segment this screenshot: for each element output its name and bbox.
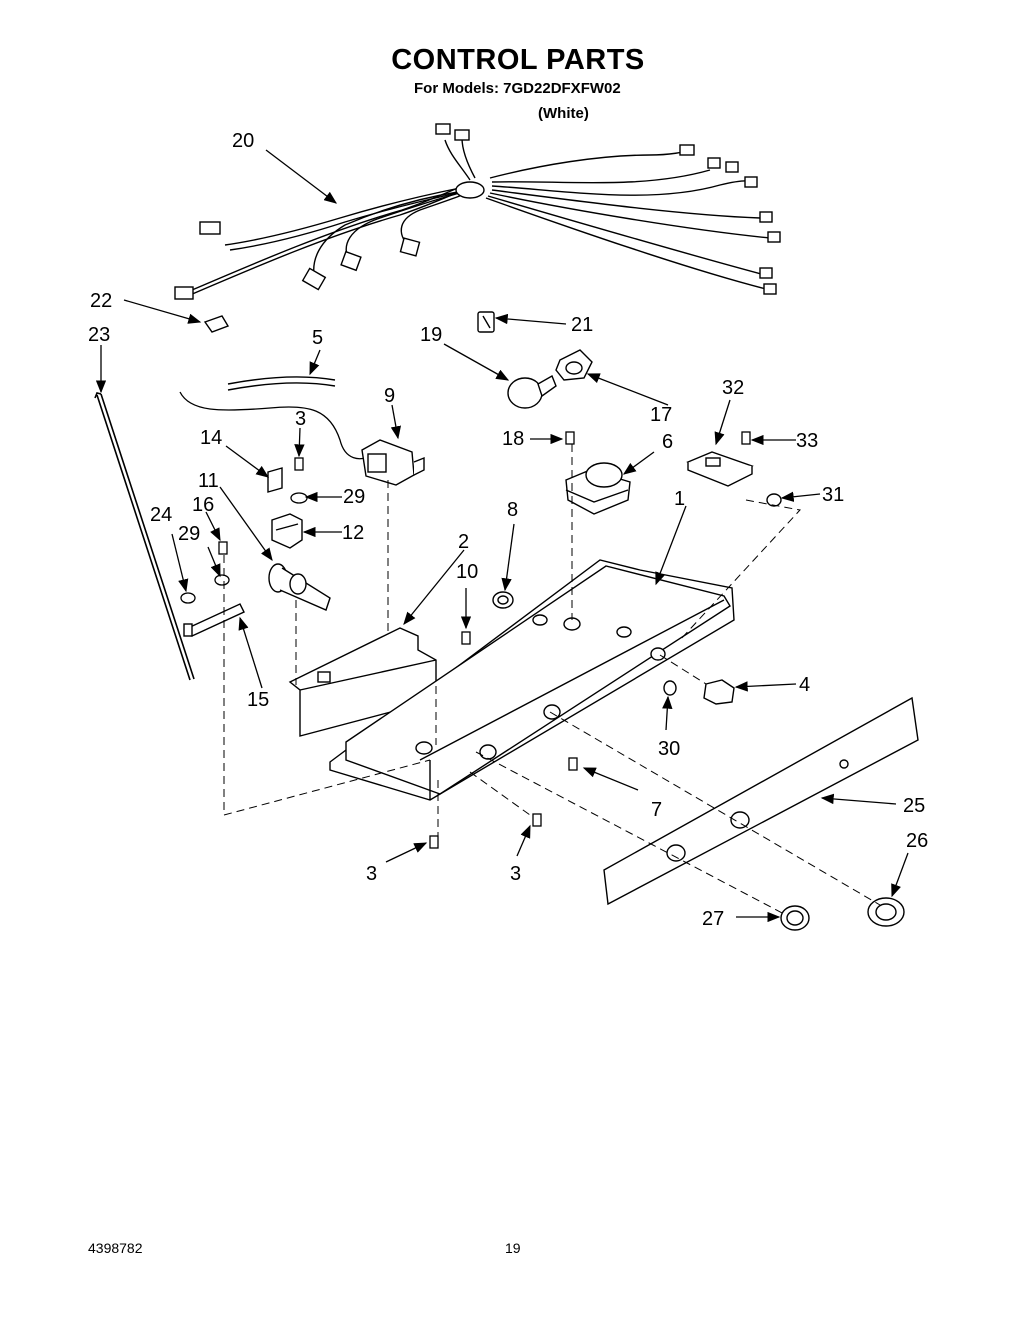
callout-2: 2 [458,531,469,553]
thermostat-control [361,439,425,486]
button-30 [663,680,677,696]
callout-23: 23 [88,324,110,346]
bracket-12 [271,513,303,549]
callout-27: 27 [702,908,724,930]
knob-26 [867,897,905,927]
control-shaft-11 [268,563,331,611]
callout-15: 15 [247,689,269,711]
callout-16: 16 [192,494,214,516]
callout-21: 21 [571,314,593,336]
assembly-guide-lines [223,444,881,916]
leader-lines [95,149,909,923]
page-title: CONTROL PARTS [391,44,645,76]
callout-24: 24 [150,504,172,526]
damper-control [565,462,631,515]
models-subtitle: For Models: 7GD22DFXFW02 [414,80,621,97]
lever-15 [183,603,245,637]
grommet-8 [492,591,514,609]
harness-clip [203,315,230,333]
knob-27 [780,905,810,931]
callout-3a: 3 [295,408,306,430]
document-number: 4398782 [88,1240,143,1256]
callout-3c: 3 [510,863,521,885]
callout-18: 18 [502,428,524,450]
callout-30: 30 [658,738,680,760]
callout-labels: 20 22 23 5 21 19 9 17 32 3 14 18 6 33 29… [88,130,928,930]
capillary-wire [179,391,373,460]
control-housing-1 [329,559,735,801]
callout-14: 14 [200,427,222,449]
callout-10: 10 [456,561,478,583]
callout-3b: 3 [366,863,377,885]
callout-33: 33 [796,430,818,452]
callout-19: 19 [420,324,442,346]
callout-4: 4 [799,674,810,696]
callout-32: 32 [722,377,744,399]
wire-harness [174,123,781,300]
callout-7: 7 [651,799,662,821]
callout-29b: 29 [178,523,200,545]
control-panel-25 [603,696,919,906]
callout-31: 31 [822,484,844,506]
light-socket [555,349,593,381]
callout-12: 12 [342,522,364,544]
callout-25: 25 [903,795,925,817]
callout-1: 1 [674,488,685,510]
callout-5: 5 [312,327,323,349]
lamp-socket-4 [703,679,735,705]
retainer-part-31 [766,493,782,507]
callout-26: 26 [906,830,928,852]
light-bulb [507,374,557,409]
callout-29a: 29 [343,486,365,508]
relay-part-32 [686,451,754,487]
callout-11: 11 [198,470,219,492]
tube-part [227,376,336,391]
callout-6: 6 [662,431,673,453]
callout-17: 17 [650,404,672,426]
color-variant: (White) [538,105,589,122]
callout-9: 9 [384,385,395,407]
clip-part-21 [477,311,495,333]
page-number: 19 [505,1240,521,1256]
screws [218,431,751,849]
callout-8: 8 [507,499,518,521]
callout-20: 20 [232,130,254,152]
bracket-14 [267,467,283,493]
callout-22: 22 [90,290,112,312]
